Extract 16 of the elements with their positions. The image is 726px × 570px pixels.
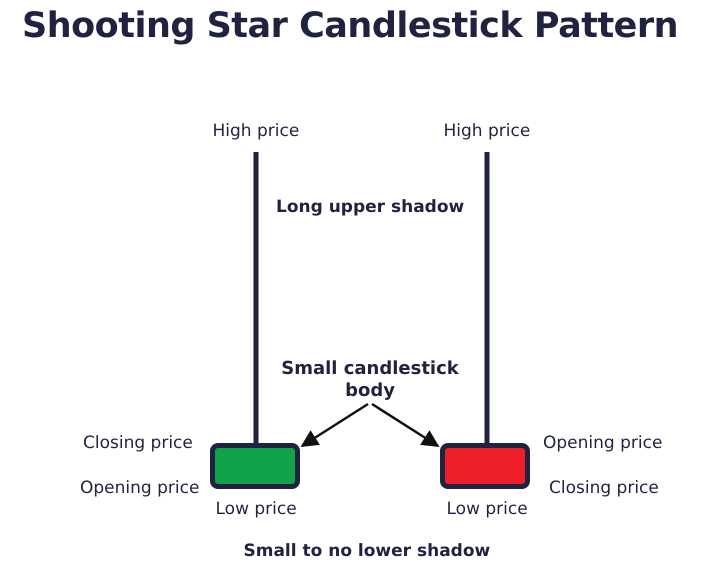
arrow [371,402,440,448]
price-label: Opening price [543,433,662,453]
price-label: High price [212,121,300,141]
annotation-text: Small to no lower shadow [244,541,490,561]
price-label: Closing price [549,478,659,498]
price-label: Low price [216,499,297,519]
candle-body [210,443,300,489]
price-label: Closing price [83,433,193,453]
price-label: High price [444,121,530,141]
annotation-text: Long upper shadow [276,197,464,217]
price-label: Low price [446,499,528,519]
candle-body [440,443,530,489]
price-label: Opening price [80,478,200,498]
arrow [300,402,369,448]
annotation-text: Small candlestick body [272,358,468,402]
title: Shooting Star Candlestick Pattern [22,6,678,46]
